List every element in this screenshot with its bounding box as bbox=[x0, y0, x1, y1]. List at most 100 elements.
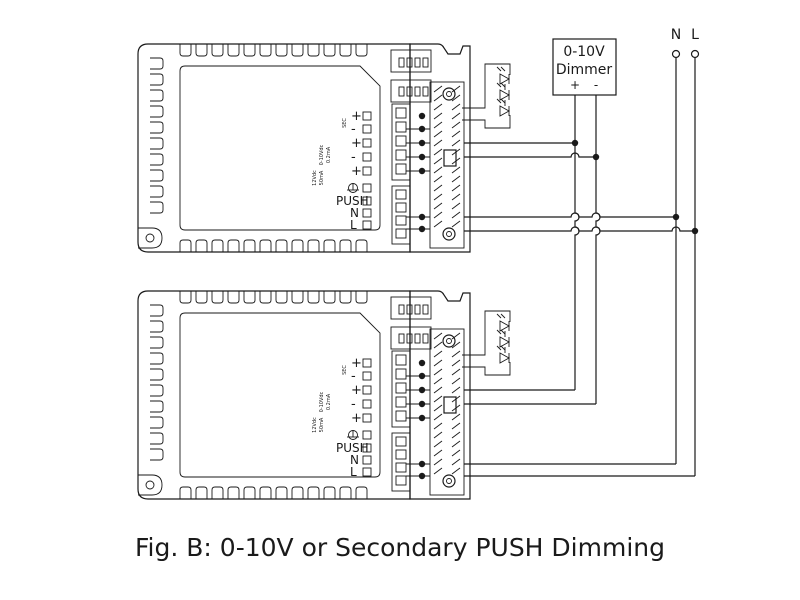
n-label: N bbox=[350, 206, 359, 220]
dimmer-box: 0-10V Dimmer + - bbox=[552, 38, 617, 96]
hatch bbox=[433, 377, 443, 385]
side-fin bbox=[150, 73, 164, 86]
side-fin bbox=[150, 384, 164, 397]
terminal-dot bbox=[418, 372, 426, 380]
hatch bbox=[451, 193, 461, 201]
hatch bbox=[433, 332, 443, 340]
hatch bbox=[451, 202, 461, 210]
hatch bbox=[451, 386, 461, 394]
terminal-box bbox=[362, 183, 372, 193]
side-fin bbox=[150, 185, 164, 198]
ground-icon bbox=[347, 183, 359, 193]
terminal-box bbox=[362, 455, 372, 465]
hatch bbox=[433, 458, 443, 466]
side-fin bbox=[150, 153, 164, 166]
side-fin bbox=[150, 400, 164, 413]
side-fin bbox=[150, 201, 164, 214]
side-fin bbox=[150, 368, 164, 381]
housing-fin bbox=[227, 239, 240, 252]
housing-fin bbox=[211, 239, 224, 252]
terminal-box bbox=[362, 443, 372, 453]
housing-fin bbox=[339, 486, 352, 499]
led-wire-plus bbox=[462, 310, 511, 356]
dip-toggle bbox=[414, 333, 421, 344]
dim-plus-bus bbox=[574, 143, 580, 390]
terminal-sign: + bbox=[351, 411, 362, 426]
l-label: L bbox=[350, 218, 357, 232]
hatch bbox=[433, 94, 443, 102]
terminal-dot bbox=[418, 213, 426, 221]
housing-fin bbox=[339, 44, 352, 57]
terminal-section bbox=[409, 290, 471, 500]
housing-fin bbox=[323, 239, 336, 252]
dim-label-d: 50mA bbox=[319, 417, 325, 432]
mounting-hole bbox=[145, 480, 155, 490]
dimmer-minus: - bbox=[594, 78, 598, 92]
led-icon bbox=[496, 66, 510, 85]
clamp-screw bbox=[442, 87, 456, 101]
terminal-screw-icon bbox=[395, 382, 407, 394]
housing-fin bbox=[259, 44, 272, 57]
led-ray bbox=[496, 98, 502, 104]
hatch bbox=[433, 404, 443, 412]
clamp-screw-inner bbox=[446, 478, 452, 484]
terminal-screw-icon bbox=[395, 228, 407, 239]
housing-fin bbox=[355, 486, 368, 499]
terminal-screw-icon bbox=[395, 410, 407, 422]
housing-fin bbox=[195, 291, 208, 304]
hatch bbox=[451, 422, 461, 430]
dip-toggle bbox=[414, 57, 421, 68]
terminal-dot bbox=[418, 167, 426, 175]
hatch bbox=[451, 184, 461, 192]
housing-fin bbox=[307, 291, 320, 304]
led-ray bbox=[496, 66, 502, 72]
strain-relief bbox=[429, 81, 465, 249]
terminal-dot bbox=[418, 125, 426, 133]
terminal-box bbox=[362, 385, 372, 395]
terminal-sign: + bbox=[351, 356, 362, 371]
driver-housing bbox=[137, 290, 411, 500]
dim-label-d: 50mA bbox=[319, 170, 325, 185]
dim-label-a: 0-10Vdc bbox=[319, 391, 325, 412]
housing-fin bbox=[227, 44, 240, 57]
mounting-slot bbox=[138, 474, 163, 496]
dip-switch-1 bbox=[390, 296, 432, 320]
clamp-block bbox=[443, 149, 457, 167]
housing-fin bbox=[275, 44, 288, 57]
terminal-box bbox=[362, 152, 372, 162]
housing-fin bbox=[227, 486, 240, 499]
terminal-dot bbox=[418, 386, 426, 394]
housing-fin bbox=[291, 486, 304, 499]
dip-toggle bbox=[414, 304, 421, 315]
side-fin bbox=[150, 336, 164, 349]
dip-toggle bbox=[422, 333, 429, 344]
side-fin bbox=[150, 137, 164, 150]
figure-caption: Fig. B: 0-10V or Secondary PUSH Dimming bbox=[135, 533, 665, 562]
terminal-box bbox=[362, 399, 372, 409]
clamp-screw bbox=[442, 334, 456, 348]
terminal-box bbox=[362, 138, 372, 148]
dip-toggle bbox=[406, 57, 413, 68]
hatch bbox=[433, 413, 443, 421]
housing-fin bbox=[291, 44, 304, 57]
hatch bbox=[433, 395, 443, 403]
terminal-sign: + bbox=[351, 383, 362, 398]
dip-toggle bbox=[398, 304, 405, 315]
led-icon bbox=[496, 82, 510, 101]
hatch bbox=[451, 413, 461, 421]
hatch bbox=[433, 440, 443, 448]
housing-fin bbox=[259, 486, 272, 499]
led-triangle bbox=[499, 352, 510, 364]
terminal-screw-icon bbox=[395, 149, 407, 161]
terminal-dot bbox=[418, 139, 426, 147]
housing-fin bbox=[339, 239, 352, 252]
side-fin bbox=[150, 121, 164, 134]
led-ray bbox=[496, 82, 502, 88]
housing-fin bbox=[211, 486, 224, 499]
terminal-screw-icon bbox=[395, 396, 407, 408]
terminal-dot bbox=[418, 460, 426, 468]
hatch bbox=[433, 359, 443, 367]
hatch bbox=[433, 467, 443, 475]
side-fin bbox=[150, 304, 164, 317]
led-wire-plus bbox=[462, 63, 511, 109]
